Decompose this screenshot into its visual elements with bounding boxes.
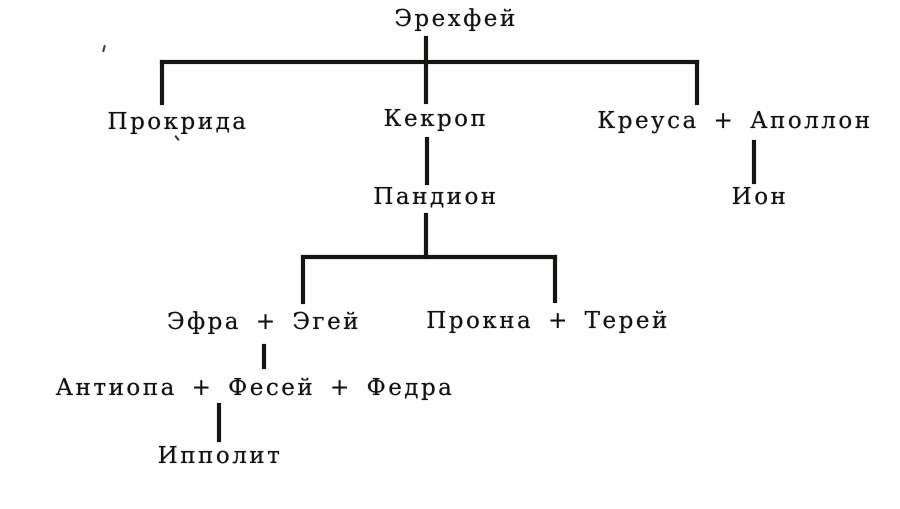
connector-generation3-bar xyxy=(301,255,557,259)
connector-to-prokrida xyxy=(160,60,164,105)
node-pandion: Пандион xyxy=(373,184,499,210)
node-kreusa-apollon: Креуса + Аполлон xyxy=(597,108,873,134)
connector-egey-fesey xyxy=(262,344,266,369)
node-kekrops: Кекроп xyxy=(383,106,489,132)
connector-generation1-bar xyxy=(160,60,699,64)
node-efra-egey: Эфра + Эгей xyxy=(166,309,362,335)
connector-to-kreusa-apollon xyxy=(695,60,699,105)
scan-artifact xyxy=(174,135,180,141)
node-prokna-terey: Прокна + Терей xyxy=(426,308,670,334)
node-ion: Ион xyxy=(731,184,789,210)
connector-pandion-down xyxy=(424,213,428,259)
connector-apollon-ion xyxy=(752,140,756,184)
node-erechtheus: Эрехфей xyxy=(394,6,518,32)
node-prokrida: Прокрида xyxy=(107,109,249,135)
connector-fesey-ippolit xyxy=(217,403,221,442)
connector-to-efra-egey xyxy=(301,255,305,304)
connector-erechtheus-down xyxy=(424,36,428,104)
node-ippolit: Ипполит xyxy=(157,443,283,469)
connector-to-prokna-terey xyxy=(553,255,557,303)
node-antiopa-fesey-fedra: Антиопа + Фесей + Федра xyxy=(55,375,455,401)
connector-kekrops-pandion xyxy=(425,137,429,185)
scan-artifact xyxy=(102,44,106,53)
